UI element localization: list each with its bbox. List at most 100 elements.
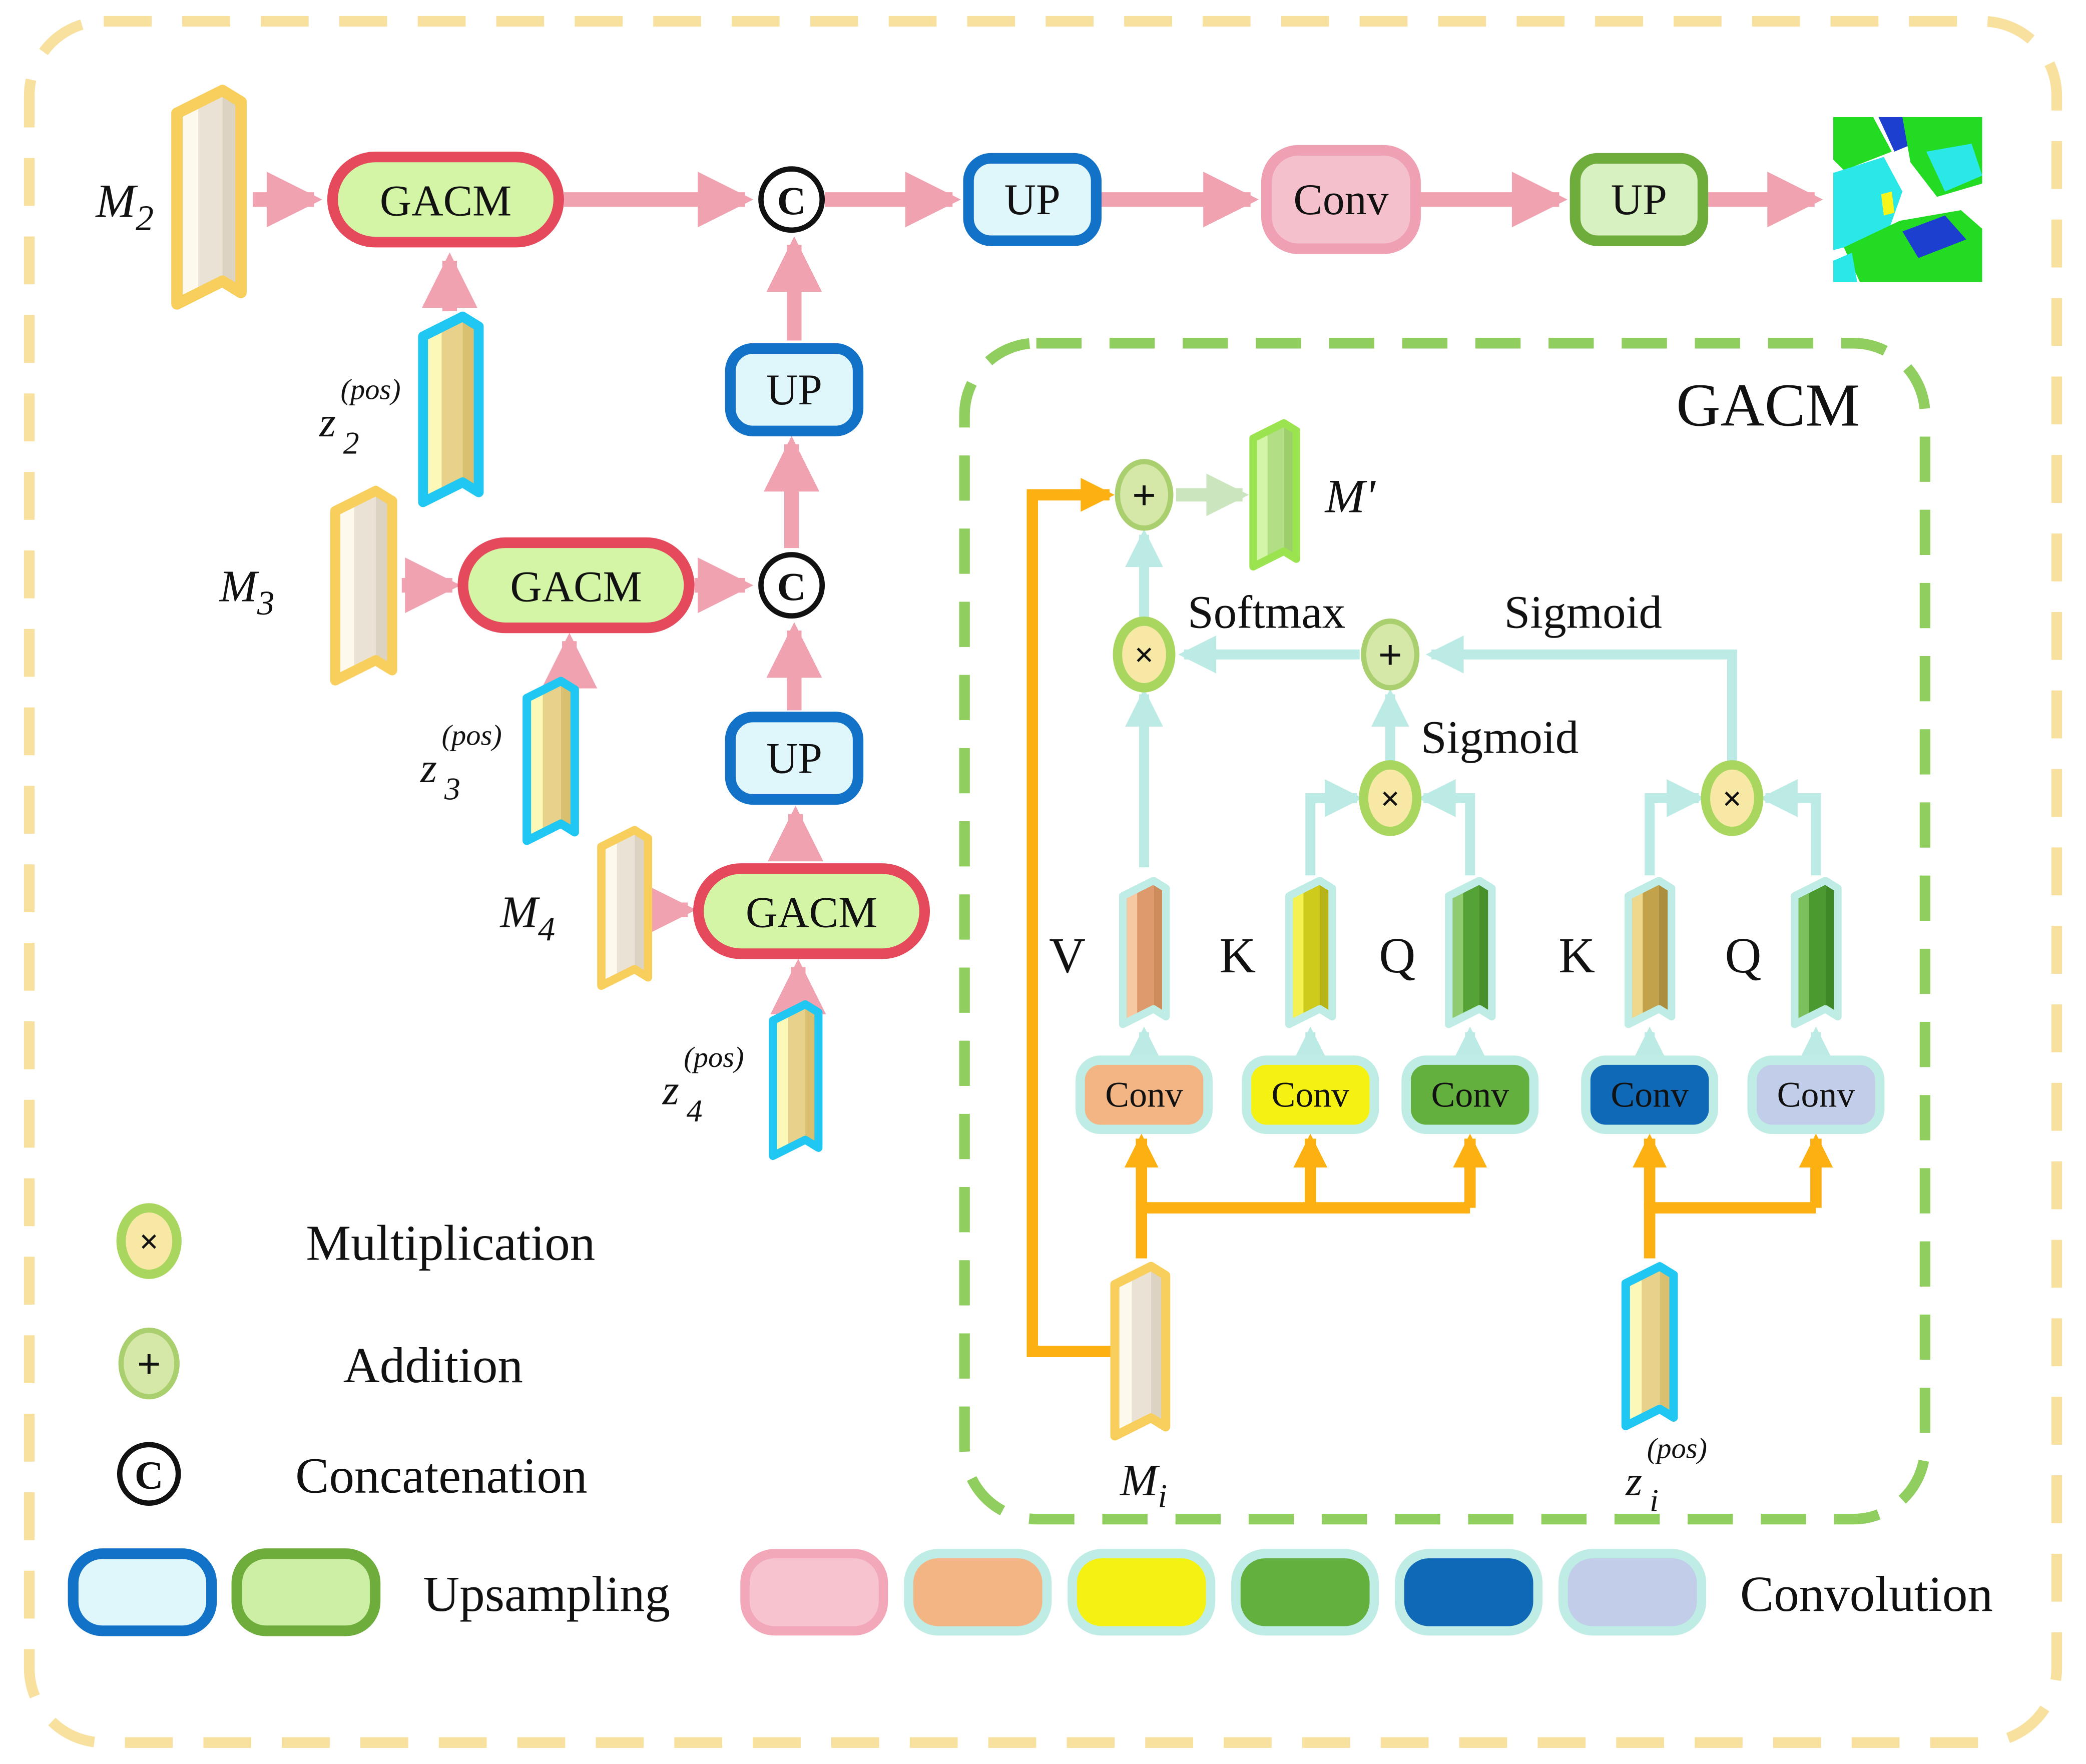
legend-concatenation-label: Concatenation [295,1447,587,1503]
gacm-detail-title: GACM [1676,372,1860,439]
m3-feature-slab [335,490,392,681]
gacm-internal-arrows [1026,473,1835,1357]
arrow-k1-to-leftgate [1305,779,1363,876]
concat-node-1: C [758,166,825,233]
q1-slab [1448,880,1492,1024]
m-prime-label: M' [1324,469,1376,522]
m2-feature-slab [177,90,241,304]
svg-text:+: + [137,1341,161,1388]
zi-pos-slab [1626,1266,1674,1426]
multiply-node-attention: × [1113,617,1176,693]
outer-dashed-frame [24,16,2062,1748]
legend-convolution-swatch-orange [904,1549,1052,1636]
add-node-residual-symbol: + [1132,472,1156,519]
legend-multiplication-label: Multiplication [306,1215,595,1271]
legend-concatenation-icon: C [117,1442,181,1506]
legend-upsampling-swatch-green [231,1548,381,1636]
legend-upsampling-label: Upsampling [423,1566,670,1622]
mi-feature-slab [1115,1266,1166,1436]
gacm-block-1-label: GACM [380,177,511,225]
gacm-block-2-label: GACM [510,562,642,611]
up-block-1: UP [963,153,1102,246]
orange-bus-mi [1136,1202,1470,1259]
up-block-1-label: UP [1004,175,1061,224]
svg-text:C: C [135,1453,164,1497]
add-node-gates: + [1361,619,1420,691]
multiply-node-right-gate-symbol: × [1722,779,1742,818]
conv-block-q1: Conv [1401,1055,1539,1134]
q1-label: Q [1379,927,1415,983]
z2-pos-slab [423,316,479,502]
conv-block-k1-label: Conv [1272,1075,1350,1115]
conv-block-q2-label: Conv [1777,1075,1855,1115]
legend-addition-label: Addition [343,1337,523,1393]
concat-node-2: C [758,552,825,619]
conv-block-k1: Conv [1242,1055,1379,1134]
legend-convolution-label: Convolution [1740,1566,1993,1622]
legend-convolution-swatch-blue [1395,1549,1543,1636]
v-slab [1123,880,1166,1024]
up-block-3: UP [725,343,864,436]
add-node-residual: + [1115,459,1174,531]
conv-block-head-label: Conv [1293,175,1388,224]
gacm-block-1: GACM [327,152,565,248]
up-block-4-label: UP [766,734,822,782]
legend: × Multiplication + Addition C Concatenat… [68,1203,1993,1636]
q2-slab [1794,880,1838,1024]
arrow-k2-to-rightgate [1645,779,1705,876]
multiply-node-right-gate: × [1701,760,1764,836]
legend-convolution-swatch-pink [740,1549,888,1636]
legend-convolution-swatch-green [1231,1549,1379,1636]
m3-label: M3 [219,560,275,622]
svg-text:×: × [139,1222,159,1261]
up-block-output-label: UP [1611,175,1667,224]
conv-block-v: Conv [1076,1055,1213,1134]
multiply-node-left-gate-symbol: × [1380,779,1400,818]
m2-label: M2 [95,174,154,238]
k1-slab [1289,880,1332,1024]
gacm-block-2: GACM [457,537,695,634]
segmentation-output-image [1833,117,1982,282]
legend-upsampling-swatch-blue [68,1548,217,1636]
arrow-q1-to-leftgate [1417,779,1475,876]
legend-addition-icon: + [118,1327,180,1400]
gacm-block-3: GACM [693,863,930,959]
softmax-label: Softmax [1188,587,1345,639]
sigmoid-label-left: Sigmoid [1421,712,1579,764]
concat-node-1-label: C [777,179,806,223]
conv-block-k2: Conv [1581,1055,1719,1134]
m4-label: M4 [499,887,555,948]
main-flow-arrows [253,172,1823,1014]
gacm-block-3-label: GACM [746,888,877,937]
m4-feature-slab [601,830,648,986]
v-label: V [1049,927,1086,983]
multiply-node-left-gate: × [1359,760,1422,836]
legend-convolution-swatch-lavender [1558,1549,1707,1636]
legend-convolution-swatch-yellow [1068,1549,1216,1636]
legend-multiplication-icon: × [116,1203,182,1279]
orange-bus-zi [1644,1202,1816,1259]
multiply-node-attention-symbol: × [1134,636,1154,674]
up-block-3-label: UP [766,365,822,414]
conv-block-q1-label: Conv [1431,1075,1509,1115]
add-node-gates-symbol: + [1378,632,1402,679]
conv-block-q2: Conv [1747,1055,1885,1134]
arrow-q2-to-rightgate [1760,779,1821,876]
k2-label: K [1558,927,1595,983]
z4-pos-slab [773,1004,819,1156]
arrow-mi-residual-to-add [1026,477,1118,1357]
k2-slab [1628,880,1672,1024]
z3-pos-slab [527,681,575,841]
arrow-rightgate-sigmoid-to-add [1425,635,1737,764]
sigmoid-label-right: Sigmoid [1504,587,1662,639]
up-block-output: UP [1570,153,1709,246]
conv-block-k2-label: Conv [1611,1075,1689,1115]
mi-label: Mi [1119,1455,1167,1515]
q2-label: Q [1725,927,1761,983]
